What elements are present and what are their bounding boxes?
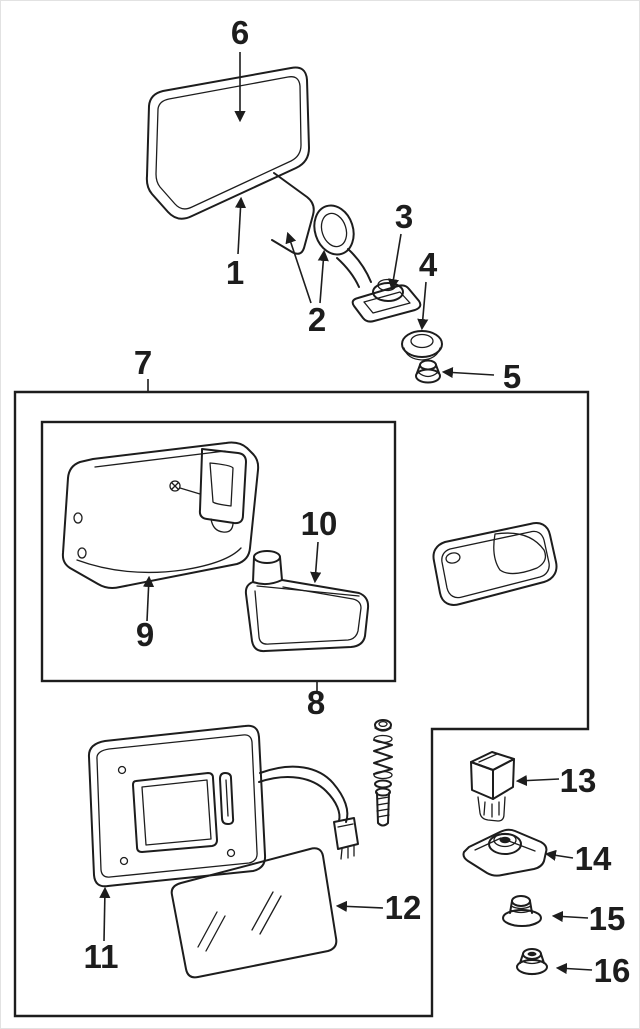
- grommet-part-15: [502, 895, 542, 927]
- mount-hole: [73, 512, 83, 524]
- callout-15-arrow: [551, 910, 589, 923]
- pivot-arm: [336, 248, 372, 288]
- callout-14: 14: [544, 840, 612, 877]
- wire-connector: [333, 817, 359, 850]
- callout-1-label: 1: [226, 254, 244, 291]
- door-mirror-assembly: [145, 66, 443, 384]
- power-mirror-actuator-part-11: [87, 724, 359, 888]
- callout-7: 7: [134, 344, 152, 391]
- actuator-window: [132, 772, 218, 853]
- screw-hole: [119, 856, 129, 866]
- callout-7-label: 7: [134, 344, 152, 381]
- mirror-bracket-part-10: [244, 550, 370, 653]
- switch-bezel-part-14: [462, 828, 548, 877]
- screw-head: [375, 787, 391, 797]
- callout-3: 3: [387, 198, 413, 291]
- wire-harness: [259, 765, 349, 823]
- callout-9: 9: [136, 575, 155, 653]
- nut-hole: [527, 951, 537, 957]
- pivot-gasket-inner: [320, 212, 348, 248]
- gasket-hole: [445, 552, 461, 564]
- base-plate-part-3: [351, 278, 422, 323]
- push-nut-part-16: [516, 948, 548, 976]
- pivot-gasket: [313, 204, 355, 256]
- callout-15-label: 15: [589, 900, 626, 937]
- callout-6-label: 6: [231, 14, 249, 51]
- callout-12-arrow: [335, 900, 384, 912]
- hardware-grommet: [374, 719, 392, 731]
- mirror-glass-part-12: [170, 847, 338, 979]
- callout-12: 12: [335, 889, 422, 926]
- callout-13-label: 13: [560, 762, 597, 799]
- callout-13-arrow: [515, 774, 560, 787]
- callouts: 6 1 2 3 4 5 7 8: [84, 14, 631, 989]
- callout-13: 13: [515, 762, 597, 799]
- callout-12-label: 12: [385, 889, 422, 926]
- mirror-gasket: [432, 522, 558, 606]
- group-box-7: [13, 390, 590, 1018]
- callout-6: 6: [231, 14, 249, 123]
- callout-11-label: 11: [84, 938, 119, 975]
- callout-16-label: 16: [594, 952, 631, 989]
- callout-10-arrow: [310, 541, 322, 584]
- group-box-8: [40, 420, 397, 683]
- callout-4: 4: [417, 246, 438, 331]
- screw-hole: [226, 848, 236, 858]
- callout-10-label: 10: [301, 505, 338, 542]
- callout-5-arrow: [441, 366, 495, 379]
- callout-10: 10: [301, 505, 338, 584]
- callout-4-arrow: [417, 281, 429, 331]
- callout-2-arrow: [317, 249, 329, 304]
- bracket-screw: [169, 480, 181, 492]
- callout-3-label: 3: [395, 198, 413, 235]
- bezel-hole: [499, 836, 511, 844]
- callout-9-arrow: [142, 575, 155, 622]
- mount-bracket: [198, 448, 247, 525]
- screw-shaft: [376, 792, 390, 827]
- mirror-housing-inner-line: [155, 76, 302, 210]
- callout-11: 11: [84, 886, 119, 975]
- mirror-housing-outline: [145, 66, 310, 220]
- callout-16: 16: [555, 952, 631, 989]
- actuator-slot: [219, 772, 235, 825]
- callout-2: 2: [285, 231, 329, 338]
- grommet-part-4: [401, 330, 443, 361]
- callout-2-arrow: [285, 231, 312, 304]
- mount-hole: [77, 547, 87, 559]
- callout-8: 8: [307, 682, 325, 721]
- callout-1: 1: [226, 196, 247, 291]
- callout-5-label: 5: [503, 358, 521, 395]
- callout-4-label: 4: [419, 246, 438, 283]
- mirror-switch-part-13: [470, 751, 515, 822]
- pivot-flap: [271, 172, 315, 255]
- mount-hardware-set: [373, 719, 393, 827]
- nut-part-5: [415, 359, 441, 384]
- callout-11-arrow: [99, 886, 111, 942]
- callout-8-label: 8: [307, 684, 325, 721]
- screw-hole: [117, 765, 127, 775]
- callout-2-label: 2: [308, 301, 326, 338]
- washer: [374, 779, 392, 789]
- callout-14-label: 14: [575, 840, 612, 877]
- switch-pins: [483, 801, 500, 818]
- callout-9-label: 9: [136, 616, 154, 653]
- callout-3-arrow: [387, 233, 402, 291]
- callout-16-arrow: [555, 962, 593, 975]
- mirror-housing-rear-part-9: [61, 441, 260, 589]
- spring: [373, 739, 393, 775]
- glass-shine-marks: [197, 891, 282, 952]
- callout-15: 15: [551, 900, 626, 937]
- callout-14-arrow: [544, 849, 574, 861]
- callout-1-arrow: [234, 196, 247, 255]
- callout-5: 5: [441, 358, 521, 395]
